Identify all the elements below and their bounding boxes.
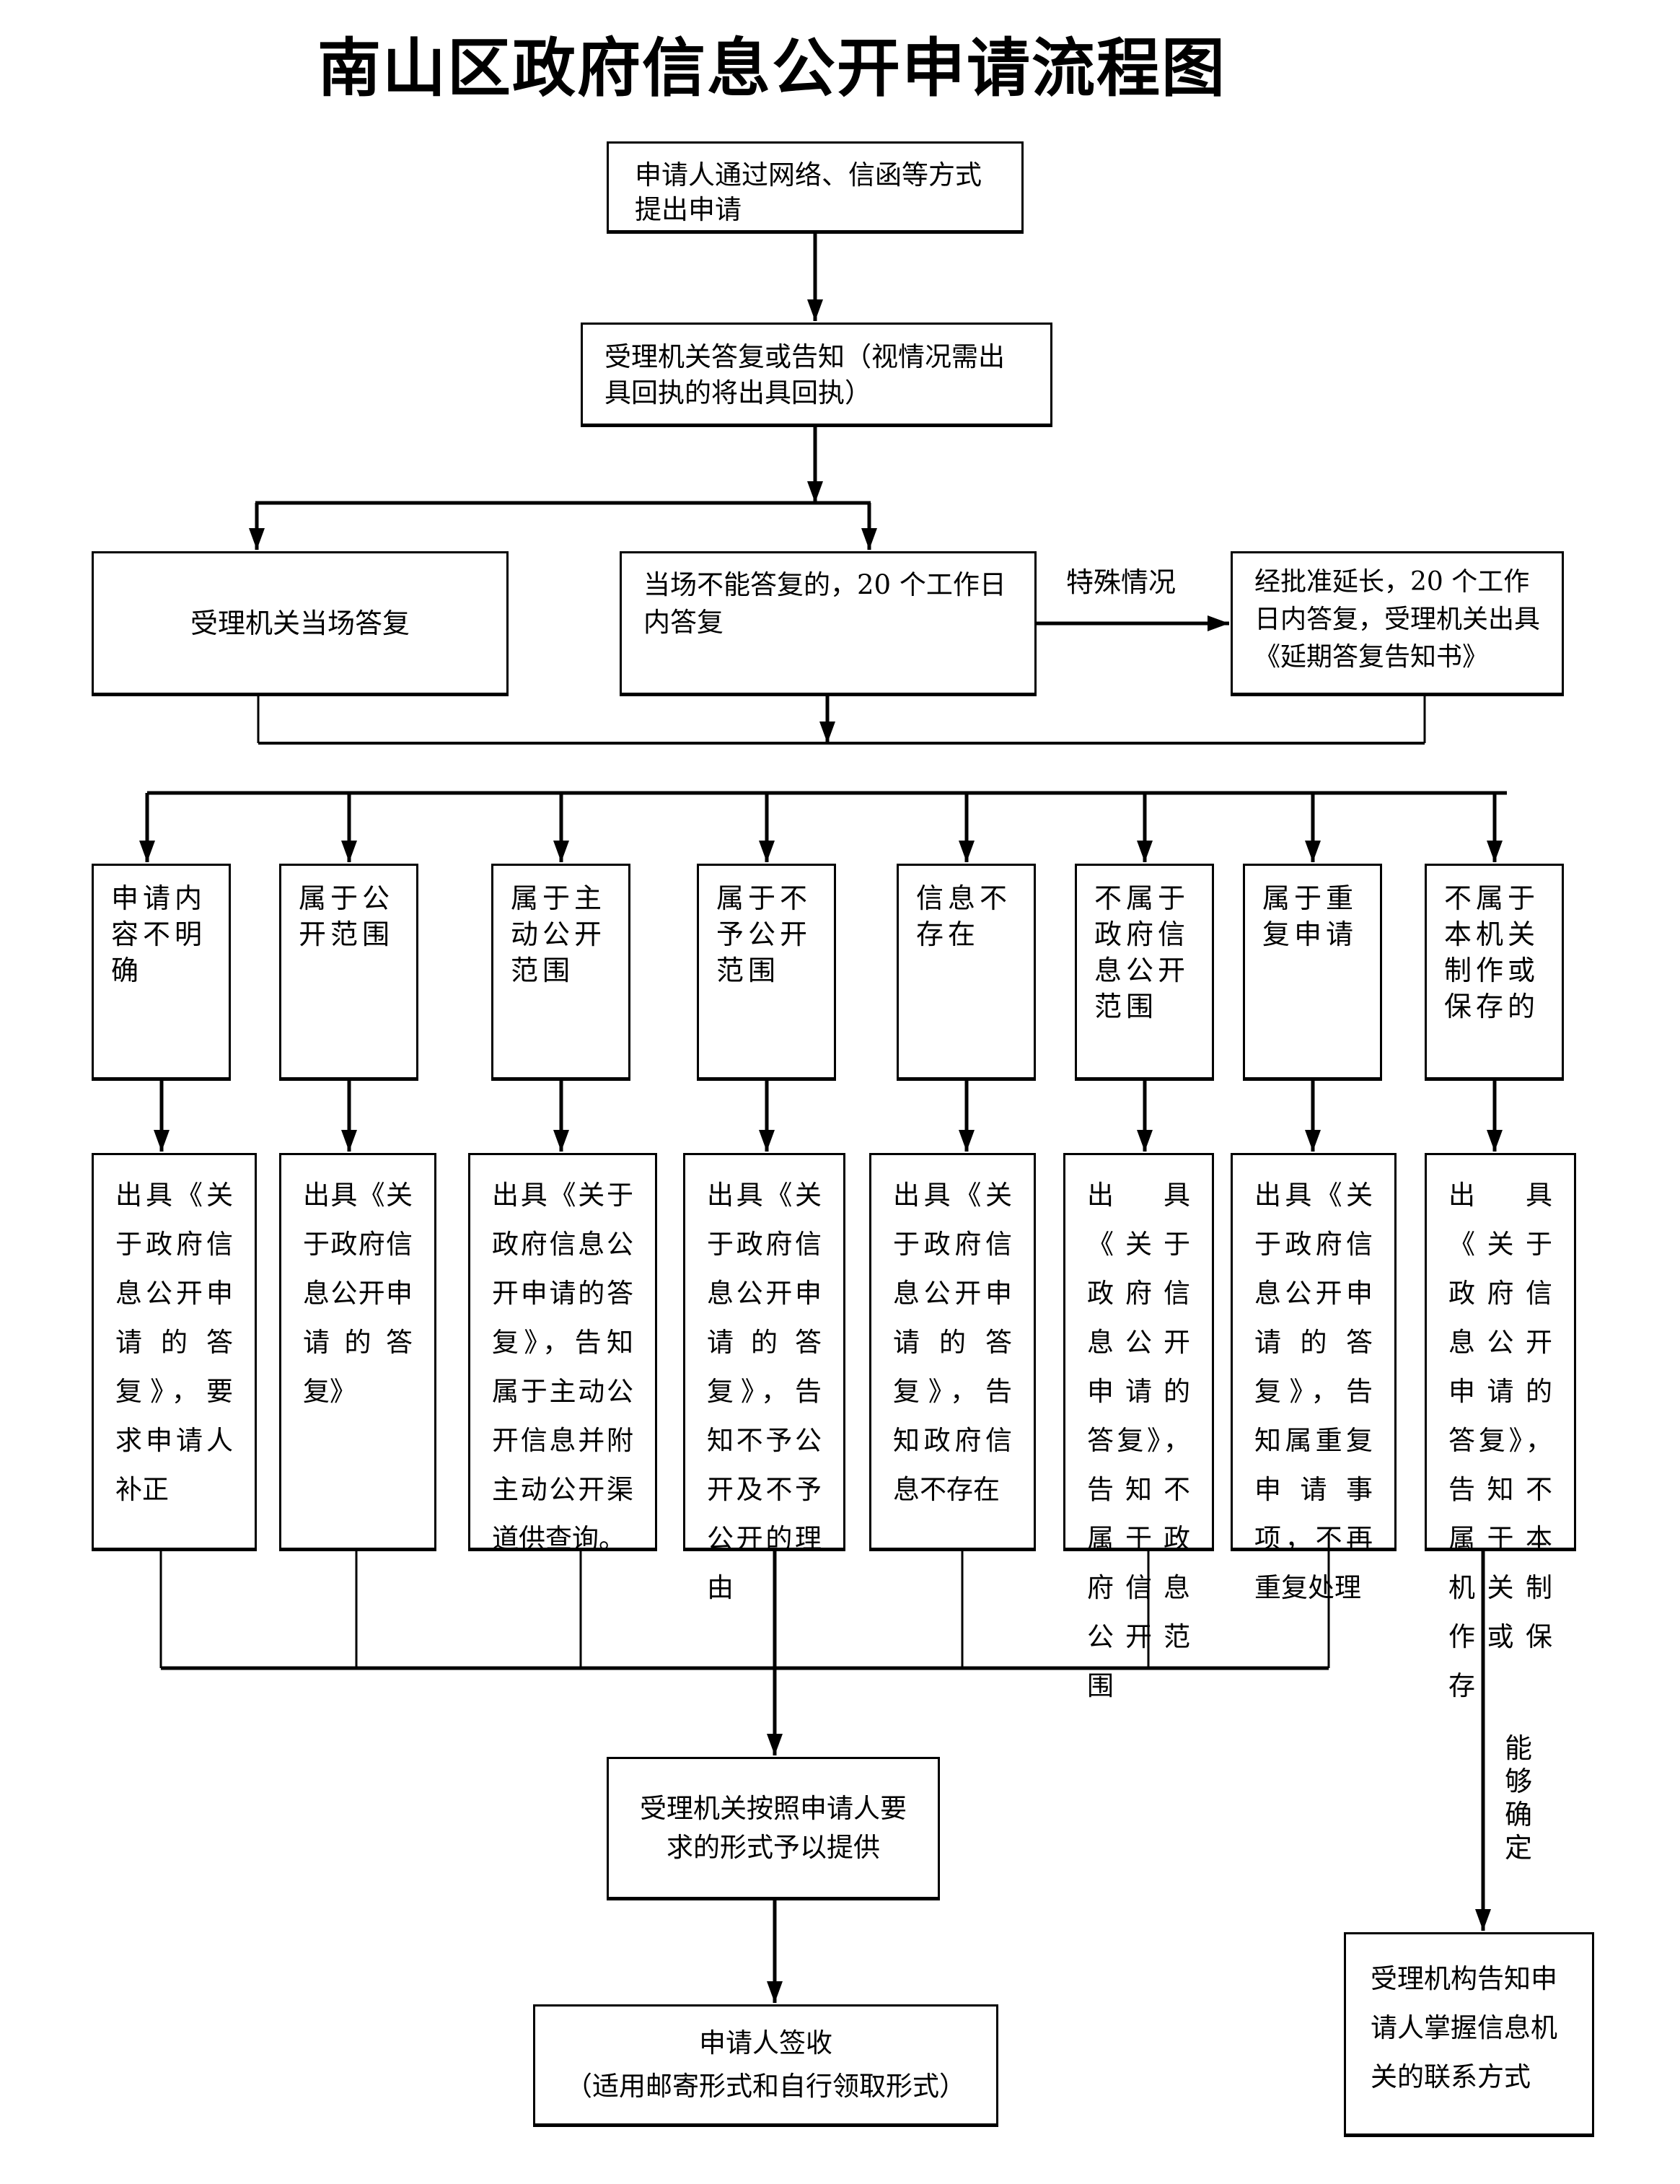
category-box: 申请内容不明确 [92, 864, 231, 1081]
sign-title: 申请人签收 [699, 2027, 832, 2058]
special-case-label: 特殊情况 [1066, 566, 1177, 598]
step-submit-text: 申请人通过网络、信函等方式提出申请 [635, 159, 982, 225]
step-submit-box: 申请人通过网络、信函等方式提出申请 [607, 141, 1024, 234]
result-box: 出具《关于政府信息公开申请的答复》，告知不予公开及不予公开的理由 [683, 1153, 845, 1603]
step-acknowledge-box: 受理机关答复或告知（视情况需出具回执的将出具回执） [581, 323, 1052, 427]
category-box: 属于不予公开范围 [697, 864, 836, 1081]
category-box: 属于主动公开范围 [491, 864, 630, 1081]
sign-note: （适用邮寄形式和自行领取形式） [566, 2071, 966, 2102]
result-box: 出具《关于政府信息公开申请的答复》，要求申请人补正 [92, 1153, 257, 1551]
result-box: 出具《关于政府信息公开申请的答复》，告知属重复申请事项，不再重复处理 [1231, 1153, 1397, 1603]
step-reply-20-days-box: 当场不能答复的，20 个工作日内答复 [620, 551, 1037, 696]
step-extension-text: 经批准延长，20 个工作日内答复，受理机关出具《延期答复告知书》 [1254, 567, 1541, 672]
result-text: 出具《关于政府信息公开申请的答复》 [303, 1180, 413, 1407]
can-determine-label: 能够确定 [1505, 1732, 1533, 1864]
inform-contact-text: 受理机构告知申请人掌握信息机关的联系方式 [1371, 1963, 1557, 2092]
result-box: 出具《关于政府信息公开申请的答复》，告知政府信息不存在 [869, 1153, 1036, 1551]
category-label: 不属于本机关制作或保存的 [1444, 882, 1540, 1022]
step-reply-on-spot-text: 受理机关当场答复 [190, 607, 410, 639]
result-box: 出具《关于政府信息公开申请的答复》，告知不属于政府信息公开范围 [1063, 1153, 1214, 1701]
result-text: 出具《关于政府信息公开申请的答复》，告知属重复申请事项，不再重复处理 [1254, 1180, 1373, 1603]
step-acknowledge-text: 受理机关答复或告知（视情况需出具回执的将出具回执） [604, 341, 1005, 408]
category-label: 信息不存在 [916, 882, 1012, 950]
result-box: 出具《关于政府信息公开申请的答复》 [279, 1153, 436, 1551]
category-label: 属于重复申请 [1262, 882, 1358, 950]
result-text: 出具《关于政府信息公开申请的答复》，告知政府信息不存在 [893, 1180, 1012, 1505]
result-text: 出具《关于政府信息公开申请的答复》，告知不属于本机关制作或保存 [1448, 1180, 1552, 1701]
provide-text: 受理机关按照申请人要求的形式予以提供 [640, 1792, 907, 1863]
result-text: 出具《关于政府信息公开申请的答复》，告知不予公开及不予公开的理由 [707, 1180, 822, 1603]
result-box: 出具《关于政府信息公开申请的答复》，告知不属于本机关制作或保存 [1425, 1153, 1576, 1701]
result-text: 出具《关于政府信息公开申请的答复》，要求申请人补正 [115, 1180, 233, 1505]
category-label: 属于主动公开范围 [511, 882, 607, 986]
category-label: 申请内容不明确 [111, 882, 207, 986]
provide-box: 受理机关按照申请人要求的形式予以提供 [607, 1757, 940, 1900]
step-extension-box: 经批准延长，20 个工作日内答复，受理机关出具《延期答复告知书》 [1231, 551, 1564, 696]
category-box: 不属于本机关制作或保存的 [1425, 864, 1564, 1081]
inform-contact-box: 受理机构告知申请人掌握信息机关的联系方式 [1344, 1932, 1594, 2137]
category-box: 属于重复申请 [1243, 864, 1382, 1081]
result-box: 出具《关于政府信息公开申请的答复》，告知属于主动公开信息并附主动公开渠道供查询。 [468, 1153, 657, 1554]
sign-box: 申请人签收 （适用邮寄形式和自行领取形式） [533, 2004, 998, 2127]
category-label: 属于不予公开范围 [716, 882, 812, 986]
page-title: 南山区政府信息公开申请流程图 [317, 31, 1227, 105]
category-box: 不属于政府信息公开范围 [1075, 864, 1214, 1081]
category-box: 信息不存在 [897, 864, 1036, 1081]
result-text: 出具《关于政府信息公开申请的答复》，告知属于主动公开信息并附主动公开渠道供查询。 [492, 1180, 633, 1554]
result-text: 出具《关于政府信息公开申请的答复》，告知不属于政府信息公开范围 [1087, 1180, 1190, 1701]
category-label: 属于公开范围 [299, 882, 395, 950]
step-reply-on-spot-box: 受理机关当场答复 [92, 551, 509, 696]
category-box: 属于公开范围 [279, 864, 418, 1081]
category-label: 不属于政府信息公开范围 [1094, 882, 1190, 1022]
step-reply-20-days-text: 当场不能答复的，20 个工作日内答复 [643, 569, 1006, 638]
